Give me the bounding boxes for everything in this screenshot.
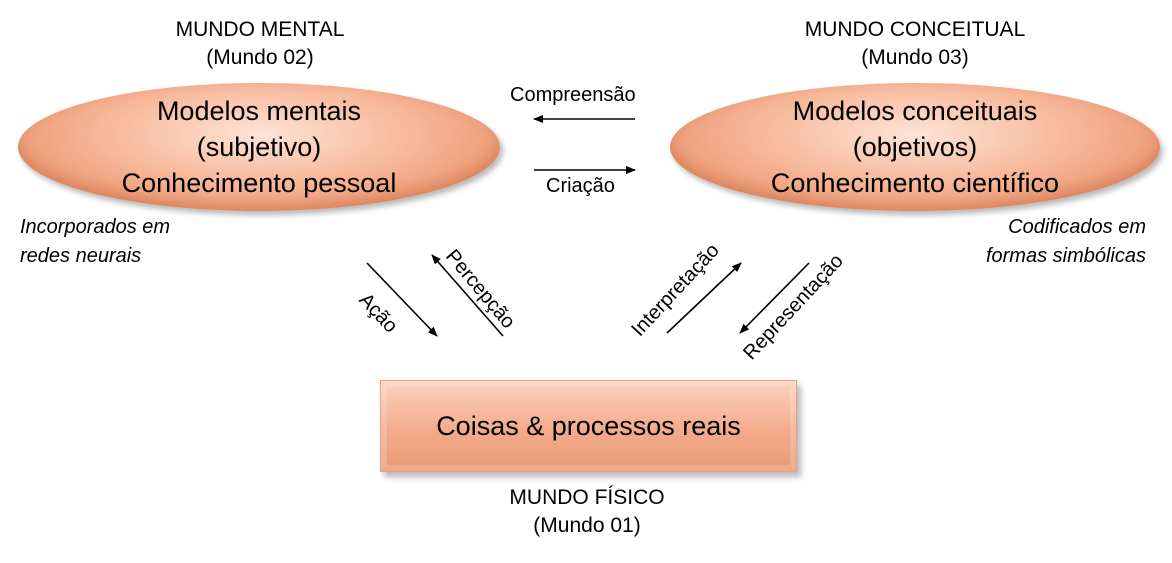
physical-world-title-line1: MUNDO FÍSICO [509,486,665,509]
mental-models-line1: Modelos mentais [156,96,362,126]
physical-world-title-line2: (Mundo 01) [533,514,641,537]
mental-models-line2: (subjetivo) [196,132,322,162]
comprehension-label: Compreensão [510,84,636,106]
action-arrow [366,262,438,337]
conceptual-world-title-line2: (Mundo 03) [861,46,969,69]
mental-models-ellipse: Modelos mentais (subjetivo) Conhecimento… [18,83,500,211]
creation-label: Criação [546,175,615,197]
mental-world-note-line1: Incorporados em [20,216,171,238]
interpretation-arrow [666,262,742,334]
mental-world-note: Incorporados em redes neurais [20,213,170,271]
physical-world-title: MUNDO FÍSICO (Mundo 01) [487,484,687,540]
mental-world-title-line1: MUNDO MENTAL [175,18,345,41]
conceptual-world-note: Codificados em formas simbólicas [986,213,1146,271]
real-things-label: Coisas & processos reais [436,410,741,441]
representation-arrow [739,262,810,334]
perception-arrow [431,254,504,337]
real-things-box: Coisas & processos reais [380,380,797,472]
mental-world-title: MUNDO MENTAL (Mundo 02) [160,16,360,72]
conceptual-models-line2: (objetivos) [852,132,978,162]
conceptual-models-ellipse: Modelos conceituais (objetivos) Conhecim… [670,83,1160,211]
mental-models-line3: Conhecimento pessoal [121,168,397,198]
conceptual-world-note-line2: formas simbólicas [985,245,1146,267]
conceptual-world-title: MUNDO CONCEITUAL (Mundo 03) [790,16,1040,72]
mental-world-title-line2: (Mundo 02) [206,46,314,69]
conceptual-models-line1: Modelos conceituais [792,96,1038,126]
conceptual-models-line3: Conhecimento científico [770,168,1060,198]
conceptual-world-note-line1: Codificados em [1008,216,1146,238]
conceptual-world-title-line1: MUNDO CONCEITUAL [804,18,1026,41]
mental-world-note-line2: redes neurais [20,245,142,267]
